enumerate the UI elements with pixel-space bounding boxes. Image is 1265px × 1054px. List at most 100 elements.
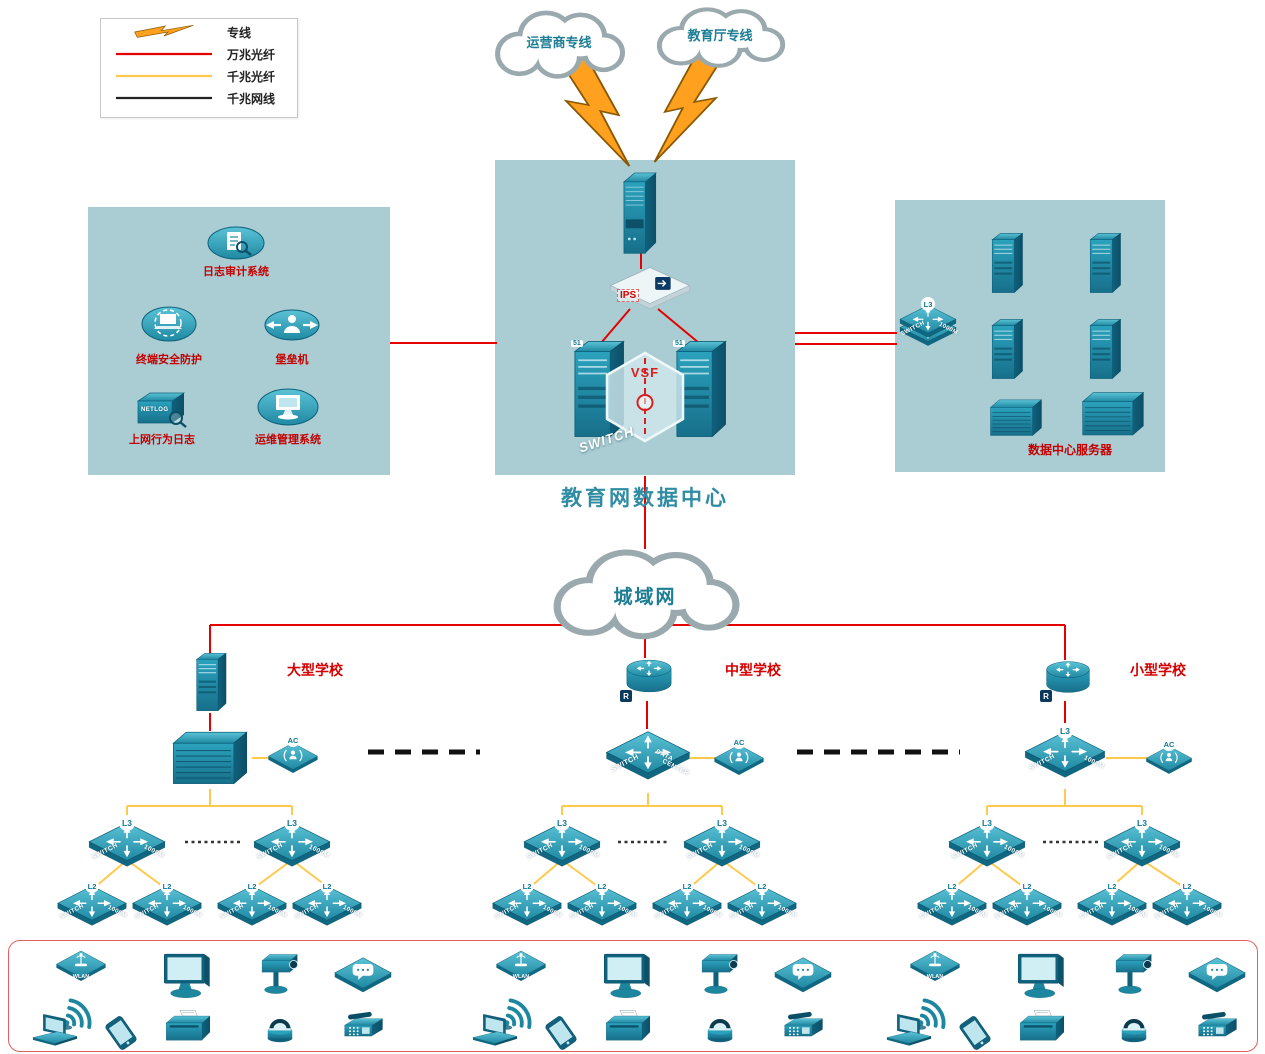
audit-system-icon[interactable] — [206, 223, 266, 263]
l3-badge: L3 — [921, 297, 935, 311]
printer-icon[interactable] — [158, 1008, 216, 1046]
voice-gateway-icon[interactable] — [772, 954, 834, 996]
item-label: 堡垒机 — [275, 354, 309, 366]
large-school-ac[interactable]: AC — [266, 733, 320, 780]
l2-badge: L2 — [1180, 879, 1194, 893]
l2-badge: L2 — [520, 879, 534, 893]
ptz-camera-icon[interactable] — [1106, 946, 1164, 1002]
cloud-label: 教育厅专线 — [687, 28, 753, 43]
school-name-small: 小型学校 — [1130, 662, 1186, 678]
l3-switch[interactable]: L3 SWITCH 1000M — [680, 815, 764, 874]
dome-camera-icon[interactable] — [256, 1006, 304, 1046]
server-tower[interactable] — [1081, 316, 1127, 382]
server-farm-switch[interactable]: L3 SWITCH 1000M — [897, 297, 959, 354]
isp-line-cloud[interactable]: 运营商专线 — [480, 8, 638, 80]
endpoint-security-icon[interactable] — [140, 303, 198, 345]
vsf-link-ring — [636, 394, 654, 411]
wlan-text: WLAN — [72, 974, 90, 980]
legend-label: 专线 — [227, 25, 252, 40]
item-label: 日志审计系统 — [203, 266, 269, 278]
black-line-icon — [101, 93, 227, 103]
l2-switch[interactable]: L2 SWITCH 1000M — [54, 879, 130, 932]
l2-switch[interactable]: L2 SWITCH 1000M — [129, 879, 205, 932]
l2-switch[interactable]: L2 SWITCH 1000M — [564, 879, 640, 932]
voice-gateway-icon[interactable] — [332, 954, 394, 996]
printer-icon[interactable] — [598, 1008, 656, 1046]
medium-school-ac[interactable]: AC — [712, 735, 766, 782]
smartphone-icon[interactable] — [536, 1014, 586, 1052]
l2-badge: L2 — [595, 879, 609, 893]
wireless-ap-icon[interactable]: WLAN — [54, 948, 108, 984]
netlog-icon[interactable]: NETLOG — [130, 387, 192, 429]
dome-camera-icon[interactable] — [1110, 1006, 1158, 1046]
small-school-router[interactable]: R — [1040, 654, 1096, 702]
l3-switch[interactable]: L3 SWITCH 1000M — [945, 815, 1029, 874]
ptz-camera-icon[interactable] — [252, 946, 310, 1002]
medium-school-core-switch[interactable]: SWITCH DATA CENTER — [602, 726, 694, 788]
large-school-gateway[interactable] — [187, 650, 233, 714]
medium-school-router[interactable]: R — [620, 652, 678, 702]
server-tower[interactable] — [983, 316, 1029, 382]
laptop-icon[interactable] — [466, 1012, 524, 1048]
wlan-text: WLAN — [512, 974, 530, 980]
data-center-title: 教育网数据中心 — [561, 487, 729, 510]
l3-switch[interactable]: L3 SWITCH 1000M — [85, 815, 169, 874]
l2-switch[interactable]: L2 SWITCH 1000M — [489, 879, 565, 932]
server-tower[interactable] — [1081, 230, 1127, 296]
legend-row-10g-fiber: 万兆光纤 — [101, 43, 297, 65]
l2-switch[interactable]: L2 SWITCH 1000M — [649, 879, 725, 932]
l3-badge: L3 — [284, 815, 300, 831]
desktop-monitor-icon[interactable] — [598, 948, 656, 1002]
l3-switch[interactable]: L3 SWITCH 1000M — [1100, 815, 1184, 874]
ip-phone-icon[interactable] — [770, 1010, 834, 1048]
voice-gateway-icon[interactable] — [1186, 954, 1248, 996]
ops-management-icon[interactable] — [256, 385, 320, 429]
large-school-core-switch[interactable] — [166, 726, 254, 788]
laptop-icon[interactable] — [880, 1012, 938, 1048]
edu-line-cloud[interactable]: 教育厅专线 — [642, 5, 798, 69]
endpoint-group-3: WLAN — [880, 944, 1260, 1052]
dome-camera-icon[interactable] — [696, 1006, 744, 1046]
small-school-ac[interactable]: AC — [1144, 737, 1194, 780]
server-tower[interactable] — [983, 230, 1029, 296]
laptop-icon[interactable] — [26, 1012, 84, 1048]
legend-label: 千兆网线 — [227, 91, 276, 106]
l3-switch[interactable]: L3 SWITCH 1000M — [250, 815, 334, 874]
ips-device[interactable]: IPS — [607, 264, 693, 314]
ip-phone-icon[interactable] — [1184, 1010, 1248, 1048]
ptz-camera-icon[interactable] — [692, 946, 750, 1002]
router-badge: R — [1040, 690, 1052, 702]
metro-network-cloud[interactable]: 城域网 — [532, 546, 758, 641]
l2-badge: L2 — [85, 879, 99, 893]
smartphone-icon[interactable] — [950, 1014, 1000, 1052]
desktop-monitor-icon[interactable] — [158, 948, 216, 1002]
school-name-large: 大型学校 — [287, 662, 343, 678]
item-label: 运维管理系统 — [255, 434, 321, 446]
rack-server[interactable] — [1075, 388, 1151, 438]
legend: 专线 万兆光纤 千兆光纤 千兆网线 — [100, 18, 298, 118]
wireless-ap-icon[interactable]: WLAN — [494, 948, 548, 984]
l3-badge: L3 — [979, 815, 995, 831]
l2-switch[interactable]: L2 SWITCH 1000M — [1074, 879, 1150, 932]
l3-badge: L3 — [119, 815, 135, 831]
l2-switch[interactable]: L2 SWITCH 1000M — [724, 879, 800, 932]
border-firewall[interactable] — [615, 168, 665, 260]
l2-switch[interactable]: L2 SWITCH 1000M — [214, 879, 290, 932]
l3-badge: L3 — [1057, 723, 1073, 739]
l2-switch[interactable]: L2 SWITCH 1000M — [289, 879, 365, 932]
desktop-monitor-icon[interactable] — [1012, 948, 1070, 1002]
small-school-core-switch[interactable]: L3 SWITCH 1000M — [1021, 723, 1109, 786]
l2-switch[interactable]: L2 SWITCH 1000M — [989, 879, 1065, 932]
legend-label: 千兆光纤 — [227, 69, 276, 84]
l2-badge: L2 — [945, 879, 959, 893]
printer-icon[interactable] — [1012, 1008, 1070, 1046]
l2-switch[interactable]: L2 SWITCH 1000M — [1149, 879, 1225, 932]
bastion-host-icon[interactable] — [264, 307, 320, 343]
rack-server[interactable] — [981, 396, 1051, 438]
wireless-ap-icon[interactable]: WLAN — [908, 948, 962, 984]
l3-switch[interactable]: L3 SWITCH 1000M — [520, 815, 604, 874]
l2-switch[interactable]: L2 SWITCH 1000M — [914, 879, 990, 932]
smartphone-icon[interactable] — [96, 1014, 146, 1052]
l2-badge: L2 — [1105, 879, 1119, 893]
ip-phone-icon[interactable] — [330, 1010, 394, 1048]
